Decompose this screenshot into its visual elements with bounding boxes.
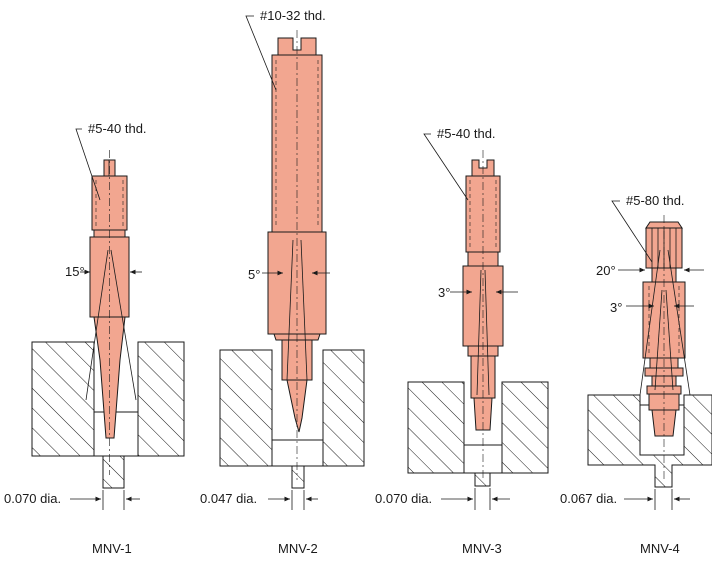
angle-label: 3° [610, 300, 622, 315]
angle-label: 15° [65, 264, 85, 279]
orifice-label: 0.067 dia. [560, 491, 617, 506]
orifice-label: 0.070 dia. [375, 491, 432, 506]
valve-mnv-4: 20° 3° #5-80 thd. 0.067 dia. MNV-4 [560, 193, 712, 556]
thread-label: #5-40 thd. [437, 126, 496, 141]
valve-mnv-1: 15° #5-40 thd. 0.070 dia. MNV-1 [4, 121, 185, 556]
orifice-label: 0.047 dia. [200, 491, 257, 506]
thread-label: #5-80 thd. [626, 193, 685, 208]
model-label: MNV-3 [462, 541, 502, 556]
model-label: MNV-1 [92, 541, 132, 556]
valve-bore [93, 411, 139, 457]
orifice-label: 0.070 dia. [4, 491, 61, 506]
angle-label: 3° [438, 285, 450, 300]
valve-bore [271, 439, 324, 467]
thread-label: #5-40 thd. [88, 121, 147, 136]
model-label: MNV-4 [640, 541, 680, 556]
valve-needle [473, 397, 493, 431]
model-label: MNV-2 [278, 541, 318, 556]
valve-mnv-2: 5° #10-32 thd. 0.047 dia. MNV-2 [200, 8, 365, 556]
angle-label: 20° [596, 263, 616, 278]
thread-label: #10-32 thd. [260, 8, 326, 23]
valve-mnv-3: 3° #5-40 thd. 0.070 dia. MNV-3 [375, 126, 549, 556]
angle-label: 5° [248, 267, 260, 282]
